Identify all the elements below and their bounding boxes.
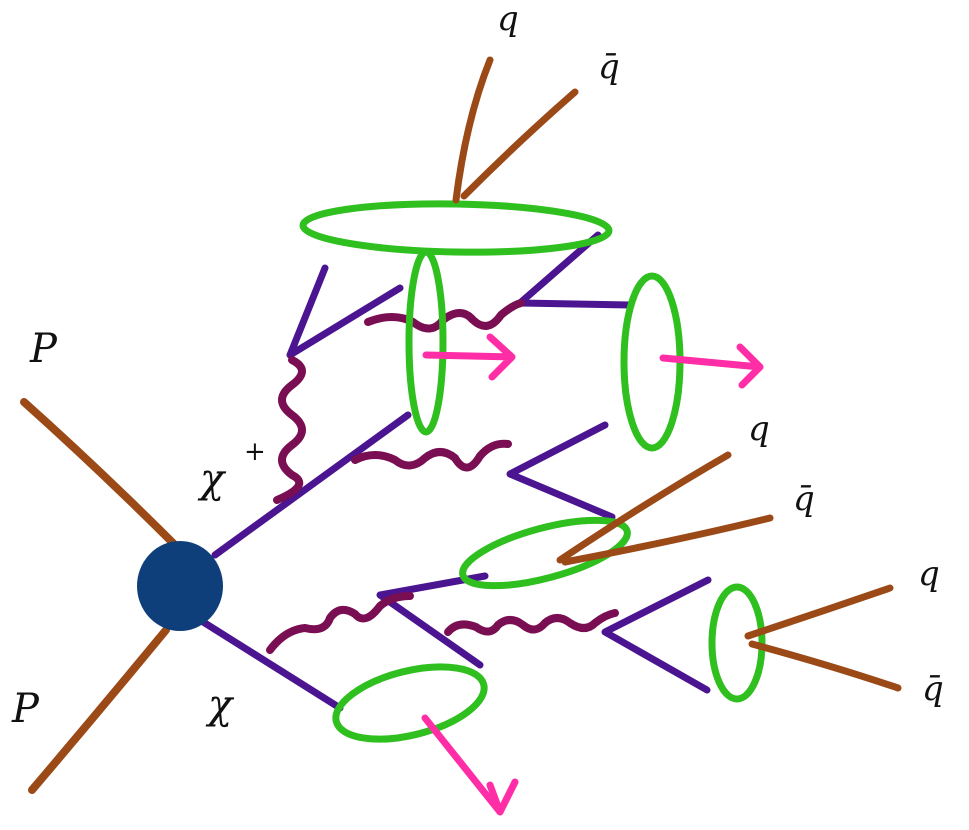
fermion-v1 <box>286 264 404 359</box>
label-proton-top: P <box>29 326 58 372</box>
fermion-chi <box>196 616 344 712</box>
quark-mid-qbar <box>561 514 774 566</box>
arrow-2 <box>659 343 764 389</box>
fermion-chi-plus <box>211 411 412 559</box>
label-q-right: q <box>918 554 940 594</box>
gluon-low-left <box>266 592 414 654</box>
fermion-v5 <box>601 576 712 694</box>
gluon-mid <box>351 439 512 472</box>
cluster-mid <box>459 516 631 590</box>
cluster-ellipses <box>299 200 766 743</box>
quark-top-qbar <box>460 88 579 200</box>
fermion-v3 <box>506 421 616 521</box>
arrow-3 <box>421 714 519 816</box>
quark-right-q <box>744 584 894 640</box>
cluster-vertical-1 <box>405 248 447 436</box>
cluster-right <box>708 583 766 703</box>
label-q-top: q <box>497 0 519 39</box>
quark-mid-q <box>556 451 732 564</box>
label-qbar-mid: q̄ <box>793 479 815 519</box>
label-chi-plus-sup: + <box>244 437 266 467</box>
cluster-top <box>299 200 613 256</box>
quark-top-q <box>452 56 494 204</box>
quark-lines <box>452 56 902 692</box>
proton-line-bottom <box>28 626 170 794</box>
quark-right-qbar <box>748 640 902 692</box>
outgoing-arrows <box>421 333 764 816</box>
fermion-v4 <box>376 572 489 669</box>
label-chi: χ <box>205 682 235 728</box>
gluon-chi-plus <box>273 356 306 504</box>
label-chi-plus: χ <box>197 456 227 502</box>
label-proton-bottom: P <box>11 686 40 732</box>
label-q-mid: q <box>748 409 770 449</box>
cluster-bottom <box>332 663 488 743</box>
gluon-low-right <box>444 609 619 636</box>
incoming-protons <box>20 398 182 794</box>
label-qbar-top: q̄ <box>598 47 620 87</box>
arrow-1 <box>422 333 516 381</box>
proton-line-top <box>20 398 182 552</box>
label-qbar-right: q̄ <box>922 669 944 709</box>
interaction-blob <box>137 541 223 631</box>
